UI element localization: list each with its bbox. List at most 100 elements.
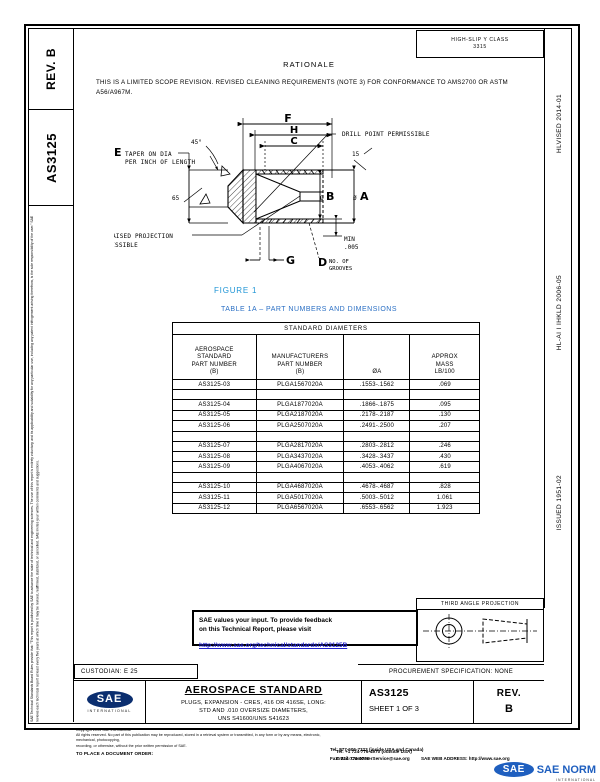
- custodian-row: CUSTODIAN: E 25 PROCUREMENT SPECIFICATIO…: [74, 664, 544, 680]
- revision-history-entry-1: HL-AI I IHKLD 2006-05: [555, 275, 563, 351]
- cell-mass: .430: [409, 450, 480, 463]
- figure-caption: FIGURE 1: [214, 286, 258, 295]
- table-group-gap: [172, 389, 480, 400]
- title-rev-value: B: [505, 703, 513, 715]
- table-row: AS3125-06 PLGA2507020A .2491-.2500 .207: [172, 420, 480, 432]
- tel-outside: Tel: +1 724-776-4970 (outside USA): [336, 749, 412, 754]
- cell-aerospace: AS3125-07: [172, 440, 257, 452]
- rights-line-1: All rights reserved. No part of this pub…: [76, 733, 321, 743]
- svg-text:45°: 45°: [191, 139, 202, 146]
- svg-text:Ø: Ø: [353, 195, 357, 202]
- rationale-title: RATIONALE: [283, 60, 335, 69]
- cell-manufacturer: PLGA4687020A: [255, 481, 345, 494]
- reference-line-1: HIGH-SLIP Y CLASS: [451, 37, 509, 43]
- cell-diameter: .1553-.1562: [343, 378, 411, 391]
- title-block-revision: REV. B: [474, 681, 544, 723]
- feedback-link[interactable]: http://www.sae.org/technical/standards/A…: [199, 642, 348, 649]
- svg-text:.005: .005: [344, 244, 359, 251]
- cell-diameter: .2803-.2812: [343, 440, 411, 452]
- svg-text:E: E: [114, 146, 122, 159]
- sae-logo-subtitle: INTERNATIONAL: [87, 709, 132, 714]
- svg-text:F: F: [284, 112, 292, 125]
- figure-1-drawing: F H C: [114, 108, 434, 288]
- table-row: AS3125-11 PLGA5017020A .5003-.5012 1.061: [172, 492, 480, 504]
- cell-mass: .069: [409, 378, 480, 391]
- footer-sae-mark: SAE: [493, 762, 534, 777]
- cell-manufacturer: PLGA6567020A: [255, 502, 345, 514]
- reference-box: HIGH-SLIP Y CLASS 3315: [416, 30, 544, 58]
- svg-text:65: 65: [172, 195, 180, 202]
- revision-label: REV.: [43, 60, 58, 90]
- legal-disclaimer-box: SAE Technical Standards Board Rules prov…: [28, 206, 74, 722]
- table-row: AS3125-10 PLGA4687020A .4678-.4687 .828: [172, 481, 480, 494]
- cell-diameter: .5003-.5012: [343, 492, 411, 504]
- standard-type-heading: AEROSPACE STANDARD: [184, 684, 323, 696]
- left-identification-column: REV. B AS3125 SAE Technical Standards Bo…: [28, 28, 74, 722]
- footer-logo-subtitle: INTERNATIONAL: [556, 778, 596, 782]
- copyright-line: Copyright 2014 SAE International: [76, 728, 131, 732]
- fax-number: Fax: 724-776-0790: [330, 755, 370, 761]
- col-header-mass: APPROX MASS LB/100: [409, 334, 480, 380]
- table-row: AS3125-09 PLGA4067020A .4053-.4062 .619: [172, 461, 480, 473]
- svg-text:B: B: [326, 190, 334, 203]
- page-footer: Copyright 2014 SAE International All rig…: [0, 728, 600, 782]
- tel-usa: Tel: 877-606-7323 (inside USA and Canada…: [330, 746, 424, 752]
- reference-line-2: 3315: [473, 44, 487, 50]
- svg-text:D: D: [318, 256, 327, 269]
- third-angle-projection-symbol: [423, 614, 537, 648]
- cell-mass: .095: [409, 399, 480, 411]
- web-label: SAE WEB ADDRESS:: [420, 756, 468, 761]
- cell-mass: 1.061: [409, 492, 480, 504]
- footer-right: . . . Tel: 877-606-7323 (inside USA and …: [330, 728, 530, 762]
- cell-mass: 1.923: [409, 502, 480, 514]
- cell-aerospace: AS3125-03: [172, 378, 257, 391]
- feedback-line-2: on this Technical Report, please visit: [199, 626, 312, 633]
- cell-manufacturer: PLGA4067020A: [255, 461, 345, 473]
- feedback-line-1: SAE values your input. To provide feedba…: [199, 617, 333, 624]
- expansion-plug-drawing-svg: F H C: [114, 112, 430, 272]
- footer-sae-norm-logo: SAE SAE NORM: [493, 762, 596, 777]
- table-row: AS3125-08 PLGA3437020A .3428-.3437 .430: [172, 450, 480, 463]
- cell-manufacturer: PLGA3437020A: [255, 450, 345, 463]
- sae-logo: SAE INTERNATIONAL: [74, 681, 146, 723]
- cell-aerospace: AS3125-12: [172, 502, 257, 514]
- svg-text:C: C: [290, 136, 297, 147]
- footer-contact-block: Tel: +1 724-776-4970 (outside USA) Email…: [336, 748, 546, 762]
- table-span-header-row: STANDARD DIAMETERS: [172, 322, 480, 335]
- table-row: AS3125-07 PLGA2817020A .2803-.2812 .246: [172, 440, 480, 452]
- cell-mass: .828: [409, 481, 480, 494]
- standard-number: AS3125: [369, 687, 409, 699]
- web-url[interactable]: http://www.sae.org: [468, 756, 510, 761]
- cell-aerospace: AS3125-04: [172, 399, 257, 411]
- description-line-1: PLUGS, EXPANSION - CRES, 416 OR 416SE, L…: [181, 700, 326, 706]
- sheet-number: SHEET 1 OF 3: [369, 704, 419, 713]
- revision-history-column: HLVISED 2014-01 HL-AI I IHKLD 2006-05 IS…: [544, 28, 572, 608]
- table-group-gap: [172, 431, 480, 442]
- cell-diameter: .4678-.4687: [343, 481, 411, 494]
- svg-text:.010 MAX RAISED PROJECTION: .010 MAX RAISED PROJECTION: [114, 233, 173, 240]
- cell-manufacturer: PLGA1877020A: [255, 399, 345, 411]
- procurement-specification: PROCUREMENT SPECIFICATION: NONE: [358, 664, 544, 679]
- cell-aerospace: AS3125-06: [172, 420, 257, 432]
- table-row: AS3125-12 PLGA6567020A .6553-.6562 1.923: [172, 502, 480, 514]
- third-angle-projection-box: THIRD ANGLE PROJECTION: [416, 598, 544, 662]
- col-header-aerospace: AEROSPACE STANDARD PART NUMBER (B): [172, 334, 257, 380]
- svg-text:Ø: Ø: [320, 195, 324, 202]
- title-block: SAE INTERNATIONAL AEROSPACE STANDARD PLU…: [74, 680, 544, 723]
- cell-manufacturer: PLGA1567020A: [255, 378, 345, 391]
- cell-manufacturer: PLGA2817020A: [255, 440, 345, 452]
- cell-manufacturer: PLGA2187020A: [255, 409, 345, 422]
- title-block-description: AEROSPACE STANDARD PLUGS, EXPANSION - CR…: [146, 681, 362, 723]
- footer-sae-norm-text: SAE NORM: [536, 763, 596, 776]
- table-title: TABLE 1A – PART NUMBERS AND DIMENSIONS: [220, 306, 398, 313]
- svg-text:PER INCH OF LENGTH: PER INCH OF LENGTH: [125, 159, 196, 166]
- custodian-box: CUSTODIAN: E 25: [74, 664, 198, 679]
- cell-aerospace: AS3125-10: [172, 481, 257, 494]
- table-row: AS3125-05 PLGA2187020A .2178-.2187 .130: [172, 409, 480, 422]
- cell-diameter: .2178-.2187: [343, 409, 411, 422]
- cell-manufacturer: PLGA2507020A: [255, 420, 345, 432]
- description-line-3: UNS S41600/UNS S41623: [217, 716, 290, 722]
- email-address: Email: CustomerService@sae.org: [336, 756, 410, 761]
- main-content: HIGH-SLIP Y CLASS 3315 RATIONALE THIS IS…: [74, 28, 544, 723]
